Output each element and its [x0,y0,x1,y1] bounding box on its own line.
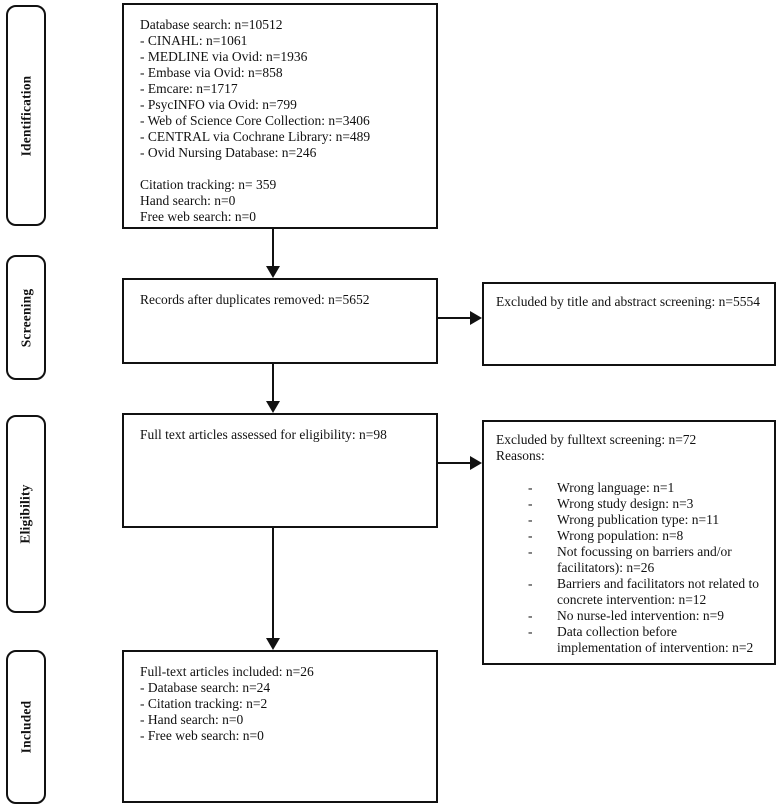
included-source-line: - Free web search: n=0 [140,728,264,743]
exclusion-reason-item: Wrong study design: n=3 [496,496,766,512]
exclusion-reason-item: No nurse-led intervention: n=9 [496,608,766,624]
arrow-right-head [470,456,482,470]
arrow-right-head [470,311,482,325]
excluded-fulltext-reasons-heading: Reasons: [496,448,545,463]
exclusion-reason-list: Wrong language: n=1Wrong study design: n… [496,480,766,656]
stage-eligibility-label: Eligibility [18,484,33,544]
included-source-line: - Citation tracking: n=2 [140,696,268,711]
included-source-line: Full-text articles included: n=26 [140,664,314,679]
exclusion-reason-item: Barriers and facilitators not related to… [496,576,766,608]
search-source-line: - MEDLINE via Ovid: n=1936 [140,49,308,64]
excluded-fulltext-box: Excluded by fulltext screening: n=72 Rea… [482,420,776,665]
arrow-screening-to-excluded [438,311,482,325]
records-after-duplicates-text: Records after duplicates removed: n=5652 [140,292,370,307]
search-source-line [140,161,426,177]
arrow-shaft [272,364,274,402]
search-source-line: - CENTRAL via Cochrane Library: n=489 [140,129,371,144]
search-source-line: - PsycINFO via Ovid: n=799 [140,97,297,112]
records-after-duplicates-box: Records after duplicates removed: n=5652 [122,278,438,364]
arrow-eligibility-to-excluded [438,456,482,470]
identification-search-box: Database search: n=10512- CINAHL: n=1061… [122,3,438,229]
search-source-line: Database search: n=10512 [140,17,283,32]
search-source-line: - Web of Science Core Collection: n=3406 [140,113,370,128]
arrow-shaft [272,229,274,267]
fulltext-assessed-text: Full text articles assessed for eligibil… [140,427,387,442]
arrow-screening-to-eligibility [266,364,280,413]
exclusion-reason-item: Not focussing on barriers and/or facilit… [496,544,766,576]
exclusion-reason-item: Wrong language: n=1 [496,480,766,496]
excluded-fulltext-title: Excluded by fulltext screening: n=72 [496,432,697,447]
included-source-line: - Hand search: n=0 [140,712,244,727]
arrow-identification-to-screening [266,229,280,278]
stage-eligibility: Eligibility [6,415,46,613]
search-source-line: - CINAHL: n=1061 [140,33,248,48]
search-source-line: Hand search: n=0 [140,193,236,208]
stage-identification: Identification [6,5,46,226]
included-articles-box: Full-text articles included: n=26- Datab… [122,650,438,803]
included-source-line: - Database search: n=24 [140,680,271,695]
arrow-down-head [266,266,280,278]
exclusion-reason-item: Wrong publication type: n=11 [496,512,766,528]
excluded-title-abstract-text: Excluded by title and abstract screening… [496,294,761,309]
stage-identification-label: Identification [18,75,33,156]
excluded-title-abstract-box: Excluded by title and abstract screening… [482,282,776,366]
search-source-line: - Ovid Nursing Database: n=246 [140,145,317,160]
stage-included-label: Included [18,700,33,754]
fulltext-assessed-box: Full text articles assessed for eligibil… [122,413,438,528]
search-source-line: - Emcare: n=1717 [140,81,238,96]
stage-screening: Screening [6,255,46,380]
arrow-shaft [438,317,471,319]
stage-screening-label: Screening [18,288,33,347]
search-source-line: - Embase via Ovid: n=858 [140,65,283,80]
exclusion-reason-item: Wrong population: n=8 [496,528,766,544]
exclusion-reason-item: Data collection before implementation of… [496,624,766,656]
arrow-shaft [272,528,274,639]
arrow-shaft [438,462,471,464]
arrow-eligibility-to-included [266,528,280,650]
arrow-down-head [266,638,280,650]
arrow-down-head [266,401,280,413]
search-source-line: Citation tracking: n= 359 [140,177,277,192]
search-source-line: Free web search: n=0 [140,209,256,224]
stage-included: Included [6,650,46,804]
